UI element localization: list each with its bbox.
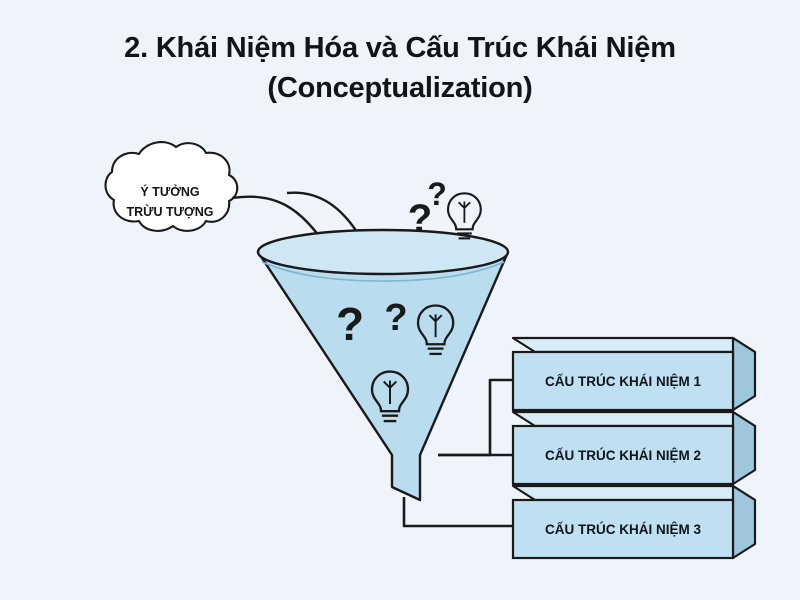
question-mark-icon-1: ? <box>408 197 432 241</box>
concept-box-3-label: CẤU TRÚC KHÁI NIỆM 3 <box>545 522 701 537</box>
concept-box-1-label: CẤU TRÚC KHÁI NIỆM 1 <box>545 374 701 389</box>
cloud-label-line-1: Ý TƯỞNG <box>140 184 199 199</box>
concept-box-2-label: CẤU TRÚC KHÁI NIỆM 2 <box>545 448 701 463</box>
concept-box-1[interactable]: CẤU TRÚC KHÁI NIỆM 1 <box>511 336 757 412</box>
question-mark-icon-2: ? <box>427 176 447 212</box>
title-line-1: 2. Khái Niệm Hóa và Cấu Trúc Khái Niệm <box>124 32 676 64</box>
question-mark-icon-4: ? <box>384 297 407 339</box>
concept-box-3[interactable]: CẤU TRÚC KHÁI NIỆM 3 <box>511 484 757 560</box>
question-mark-icon-3: ? <box>336 298 364 350</box>
cloud-shape <box>104 141 239 232</box>
concept-box-2[interactable]: CẤU TRÚC KHÁI NIỆM 2 <box>511 410 757 486</box>
bulb-icon-bottom <box>370 370 410 423</box>
cloud-label-line-2: TRỪU TƯỢNG <box>127 204 214 219</box>
funnel-shape <box>256 228 510 502</box>
title-line-2: (Conceptualization) <box>267 72 533 104</box>
bulb-icon-mid <box>416 304 455 356</box>
page-title: 2. Khái Niệm Hóa và Cấu Trúc Khái Niệm (… <box>0 28 800 108</box>
bulb-icon-top <box>446 192 482 240</box>
